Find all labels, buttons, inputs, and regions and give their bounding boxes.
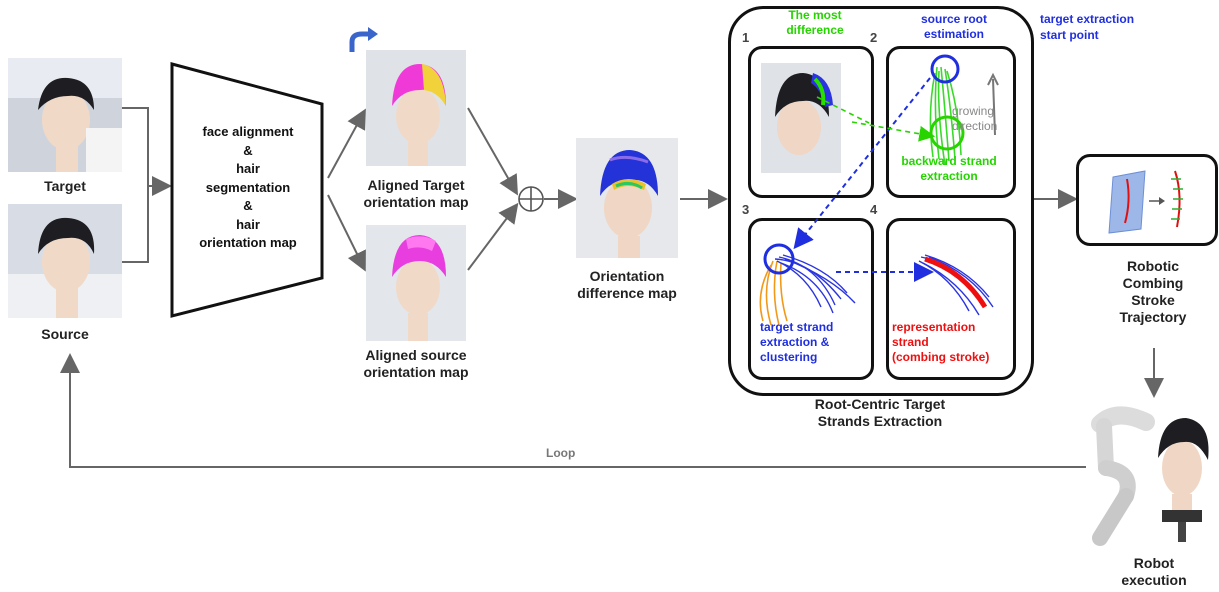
preprocess-line-7: orientation map [199, 235, 297, 250]
panel-2-number: 2 [870, 30, 878, 45]
legend-label: target extraction start point [1040, 11, 1134, 43]
trajectory-line-4: Trajectory [1119, 309, 1187, 325]
target-strand-line-2: extraction & [760, 335, 830, 349]
most-difference-line-1: The most [788, 8, 842, 22]
target-strand-line-3: clustering [760, 350, 818, 364]
representation-label: representation strand (combing stroke) [892, 320, 1010, 365]
preprocess-line-4: segmentation [205, 179, 291, 195]
preprocess-line-3: hair [236, 161, 260, 176]
source-root-line-2: estimation [923, 27, 984, 41]
backward-line-2: extraction [920, 169, 978, 183]
target-strand-label: target strand extraction & clustering [760, 320, 864, 365]
sum-icon [518, 186, 544, 212]
robot-line-2: execution [1121, 572, 1187, 588]
trajectory-label: Robotic Combing Stroke Trajectory [1090, 258, 1216, 326]
repr-line-2: strand [892, 335, 929, 349]
difference-line-2: difference map [577, 285, 677, 301]
to-aligned-source-arrow [327, 194, 366, 272]
aligned-source-label: Aligned source orientation map [346, 347, 486, 381]
preprocess-line-5: & [243, 198, 253, 213]
loop-line [60, 353, 1090, 468]
aligned-target-line-1: Aligned Target [367, 177, 465, 193]
source-label: Source [41, 326, 89, 342]
target-connector [122, 107, 149, 186]
extraction-title-line-2: Strands Extraction [817, 413, 943, 429]
legend-line-2: start point [1040, 28, 1099, 42]
preprocess-block [170, 62, 324, 318]
panel-most-difference [748, 46, 874, 198]
to-aligned-target-arrow [327, 108, 366, 179]
source-root-label: source root estimation [904, 12, 1004, 42]
robot-label: Robot execution [1094, 555, 1214, 589]
source-photo [8, 204, 122, 318]
aligned-target-line-2: orientation map [363, 194, 469, 210]
difference-label: Orientation difference map [562, 268, 692, 302]
loop-label: Loop [546, 446, 576, 460]
target-strand-line-1: target strand [760, 320, 834, 334]
repr-line-1: representation [892, 320, 976, 334]
panel-3-number: 3 [742, 202, 750, 217]
growing-line-2: direction [952, 119, 998, 133]
trajectory-line-3: Stroke [1131, 292, 1175, 308]
extraction-title-line-1: Root-Centric Target [814, 396, 946, 412]
target-label: Target [44, 178, 86, 194]
most-difference-label: The most difference [768, 8, 862, 38]
backward-line-1: backward strand [901, 154, 997, 168]
orientation-difference-map [576, 138, 678, 258]
backward-strand-label: backward strand extraction [890, 154, 1008, 184]
preprocess-line-2: & [243, 142, 253, 158]
aligned-target-map [366, 50, 466, 166]
redo-arrow-icon [349, 31, 370, 52]
growing-direction-label: growing direction [952, 104, 1012, 134]
extraction-title: Root-Centric Target Strands Extraction [790, 396, 970, 430]
repr-line-3: (combing stroke) [892, 350, 990, 364]
aligned-target-to-sum [467, 107, 518, 196]
trajectory-line-1: Robotic [1126, 258, 1180, 274]
panel-4-number: 4 [870, 202, 878, 217]
source-root-line-1: source root [920, 12, 987, 26]
aligned-source-to-sum [467, 202, 519, 271]
robot-line-1: Robot [1133, 555, 1175, 571]
target-photo [8, 58, 122, 172]
source-connector [122, 186, 149, 263]
legend-line-1: target extraction [1040, 12, 1135, 26]
aligned-source-line-2: orientation map [363, 364, 469, 380]
trajectory-panel [1076, 154, 1218, 246]
growing-line-1: growing [952, 104, 995, 118]
preprocess-line-1: face alignment [202, 124, 294, 139]
aligned-source-map [366, 225, 466, 341]
most-difference-line-2: difference [786, 23, 844, 37]
preprocess-text: face alignment & hair segmentation & hai… [178, 123, 318, 253]
aligned-source-line-1: Aligned source [365, 347, 467, 363]
aligned-target-label: Aligned Target orientation map [346, 177, 486, 211]
panel-1-number: 1 [742, 30, 750, 45]
preprocess-line-6: hair [236, 216, 260, 232]
robot-photo [1086, 400, 1216, 546]
trajectory-line-2: Combing [1122, 275, 1184, 291]
difference-line-1: Orientation [589, 268, 665, 284]
